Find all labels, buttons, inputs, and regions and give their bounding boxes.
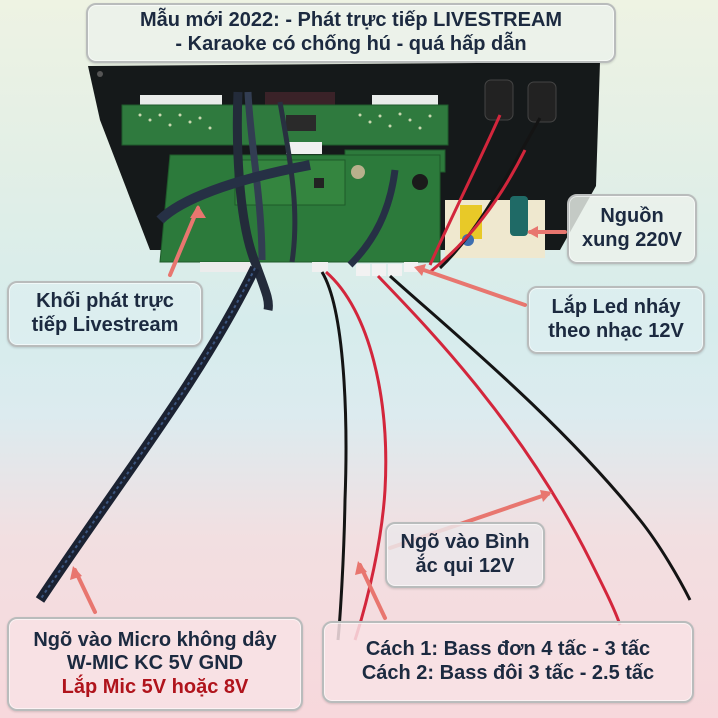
livestream-callout-line-2: tiếp Livestream <box>31 314 179 336</box>
power-callout-line-1: Nguồn <box>600 205 664 228</box>
power-switch-2 <box>527 81 557 123</box>
battery-wire-red <box>325 270 388 641</box>
arrow-livestream <box>168 206 200 277</box>
led-callout-line-1: Lắp Led nháy <box>551 296 681 319</box>
power-supply-callout: Nguồn xung 220V <box>567 194 697 264</box>
header-callout: Mẫu mới 2022: - Phát trực tiếp LIVESTREA… <box>86 3 616 63</box>
bass-callout-line-1: Cách 1: Bass đơn 4 tấc - 3 tấc <box>365 638 651 661</box>
battery-callout-line-2: ắc qui 12V <box>415 555 515 577</box>
header-line-2: - Karaoke có chống hú - quá hấp dẫn <box>175 33 527 55</box>
arrow-led <box>416 266 527 307</box>
arrow-bass <box>358 563 387 620</box>
mic-callout: Ngõ vào Micro không dây W-MIC KC 5V GND … <box>7 617 303 711</box>
mic-callout-line-2: W-MIC KC 5V GND <box>66 652 244 675</box>
bass-callout: Cách 1: Bass đơn 4 tấc - 3 tấc Cách 2: B… <box>322 621 694 703</box>
mic-callout-line-3: Lắp Mic 5V hoặc 8V <box>61 675 249 698</box>
power-callout-line-2: xung 220V <box>581 229 683 251</box>
battery-callout: Ngõ vào Bình ắc qui 12V <box>385 522 545 588</box>
battery-callout-line-1: Ngõ vào Bình <box>400 531 530 554</box>
livestream-callout: Khối phát trực tiếp Livestream <box>7 281 203 347</box>
power-switch-1 <box>484 79 514 121</box>
battery-wire-black <box>320 271 348 641</box>
mic-callout-line-1: Ngõ vào Micro không dây <box>33 628 277 651</box>
led-callout: Lắp Led nháy theo nhạc 12V <box>527 286 705 354</box>
bass-callout-line-2: Cách 2: Bass đôi 3 tấc - 2.5 tấc <box>361 662 655 684</box>
led-callout-line-2: theo nhạc 12V <box>548 320 684 342</box>
header-line-1: Mẫu mới 2022: - Phát trực tiếp LIVESTREA… <box>139 9 563 32</box>
livestream-callout-line-1: Khối phát trực <box>36 290 174 313</box>
